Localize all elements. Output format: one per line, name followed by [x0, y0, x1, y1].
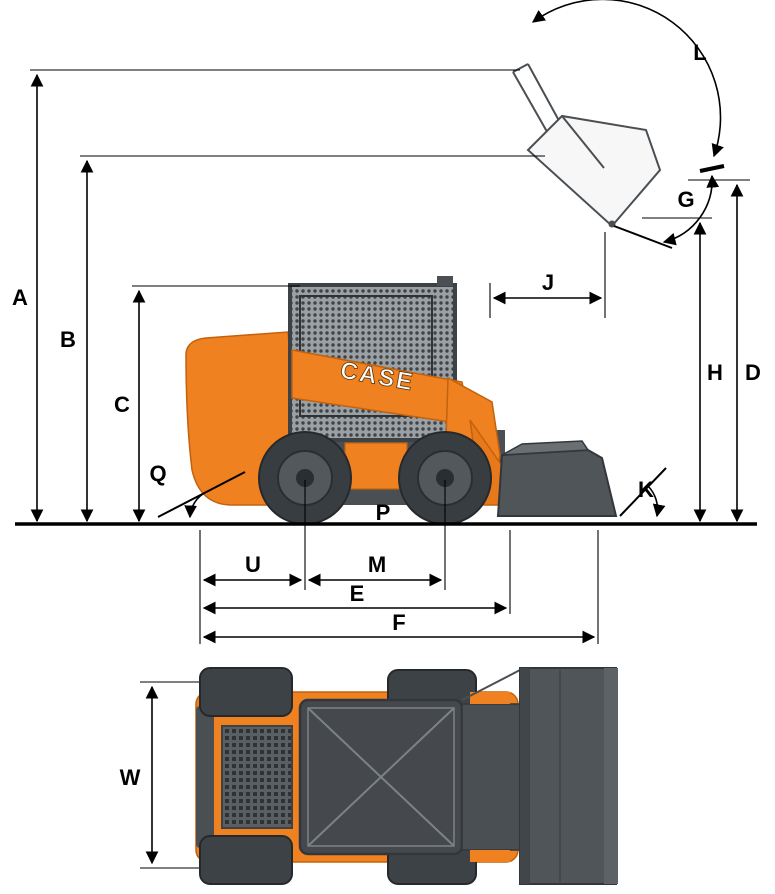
dim-label-K: K	[638, 477, 654, 502]
dimension-lines	[30, 0, 744, 865]
top-view-machine	[195, 667, 618, 885]
bucket-spill-guard	[501, 440, 590, 456]
dim-label-M: M	[368, 552, 386, 577]
top-arm-left	[470, 692, 510, 704]
dim-label-D: D	[745, 360, 761, 385]
cab-roof-fitting	[437, 276, 453, 286]
top-cab-inner-frame	[307, 707, 455, 847]
dim-label-C: C	[114, 392, 130, 417]
rear-hub	[296, 469, 314, 487]
dim-label-H: H	[707, 360, 723, 385]
side-view-machine: CASE	[185, 276, 618, 525]
angle-Q-arc	[184, 491, 207, 519]
cutting-edge-mark	[699, 164, 725, 173]
bucket-hinge-pin	[608, 220, 616, 228]
top-rear-bumper	[196, 706, 214, 848]
dim-label-A: A	[12, 285, 28, 310]
top-bucket-back-lip	[520, 668, 530, 884]
top-arm-right	[470, 850, 510, 862]
raised-arm-cap	[512, 63, 529, 73]
dimension-labels: A B C D H J L G K Q P U M E F W	[12, 40, 761, 790]
dim-L-arc	[531, 0, 724, 158]
fender-step	[344, 442, 408, 490]
raised-bucket-outline	[526, 114, 662, 228]
dim-label-Q: Q	[149, 461, 166, 486]
dim-label-J: J	[542, 270, 554, 295]
rear-wheel	[258, 431, 352, 525]
bucket-ground	[496, 448, 618, 517]
top-wheel-rear-right	[199, 835, 293, 885]
top-cab-cross-2	[307, 707, 455, 847]
angle-K-line	[619, 467, 667, 517]
dim-label-U: U	[245, 552, 261, 577]
dim-label-W: W	[120, 765, 141, 790]
dim-label-B: B	[60, 327, 76, 352]
angle-K-arc	[647, 485, 666, 518]
dim-label-P: P	[376, 500, 391, 525]
dim-label-G: G	[677, 187, 694, 212]
dim-label-L: L	[693, 40, 706, 65]
top-wheel-rear-left	[199, 667, 293, 717]
front-hub	[436, 469, 454, 487]
dim-label-F: F	[392, 610, 405, 635]
dump-edge-line	[613, 225, 673, 249]
dim-label-E: E	[350, 581, 365, 606]
extension-lines	[30, 69, 750, 869]
top-bucket-cutting-edge	[604, 668, 618, 884]
top-bucket	[519, 667, 617, 885]
top-engine-grille	[221, 725, 293, 829]
top-diagonal-detail	[461, 669, 521, 701]
top-attach-plate	[461, 703, 521, 851]
dim-G-arc	[662, 174, 720, 246]
